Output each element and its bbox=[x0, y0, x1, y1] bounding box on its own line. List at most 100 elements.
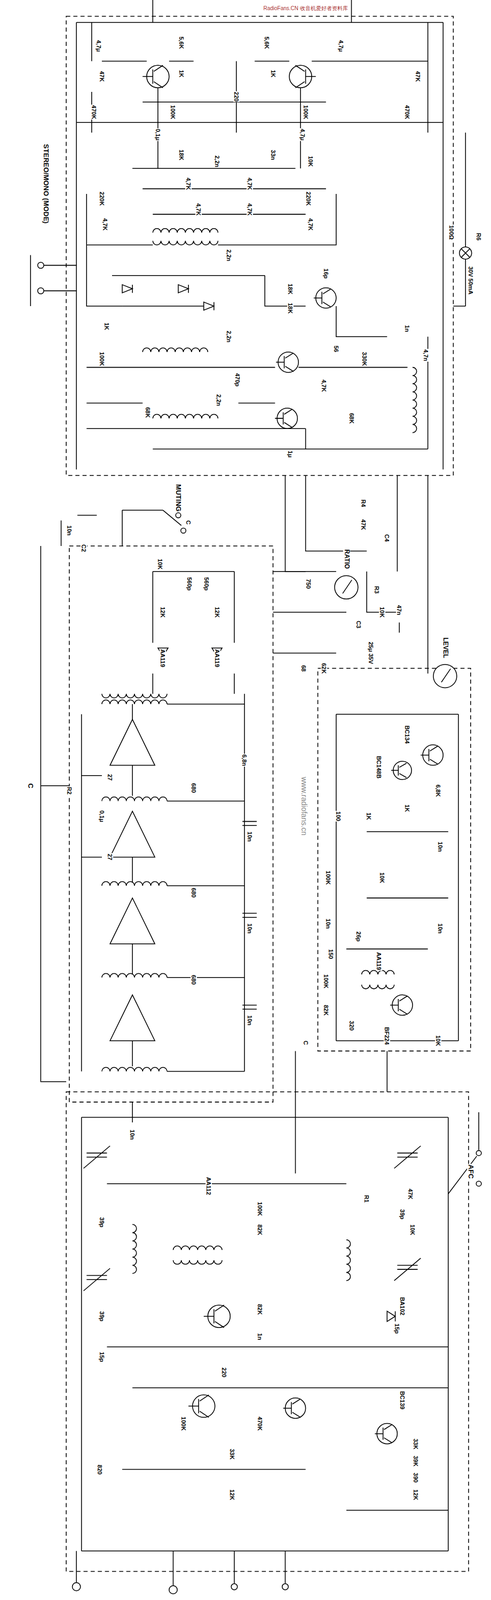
component-value: 18K bbox=[287, 302, 294, 314]
component-value: 33K bbox=[228, 1446, 236, 1459]
component-value: 2,2n bbox=[214, 154, 221, 168]
component-value: 10n bbox=[246, 922, 253, 934]
component-value: 320 bbox=[347, 1018, 355, 1030]
component-value: 1K bbox=[404, 803, 411, 812]
component-value: 4,7K bbox=[320, 378, 328, 392]
component-value: BF224 bbox=[383, 1025, 391, 1044]
terminal-label: MUTING bbox=[174, 482, 182, 512]
component-value: 100K bbox=[302, 104, 310, 120]
component-value: 470K bbox=[90, 104, 98, 120]
component-value: 100K bbox=[325, 869, 332, 885]
component-value: 18K bbox=[178, 148, 185, 161]
component-value: 82K bbox=[256, 1302, 264, 1314]
component-value: 15p bbox=[98, 1350, 106, 1362]
component-value: 560p bbox=[203, 575, 210, 591]
component-value: R6 bbox=[475, 232, 482, 241]
component-value: 15p bbox=[393, 1321, 401, 1333]
component-value: 2,2n bbox=[225, 248, 233, 262]
component-value: 4,7K bbox=[185, 176, 192, 190]
component-value: 10n bbox=[437, 922, 444, 934]
meter-needle bbox=[441, 668, 451, 682]
component-value: 30V 50mA bbox=[467, 265, 474, 296]
interconnect-wiring bbox=[40, 474, 428, 1172]
component-value: 0,1μ bbox=[154, 128, 162, 141]
component-value: 1K bbox=[103, 321, 110, 331]
component-value: C4 bbox=[383, 533, 391, 542]
component-value: 5,6K bbox=[263, 36, 271, 50]
front-end bbox=[72, 1111, 482, 1593]
component-value: 68K bbox=[347, 412, 355, 424]
component-value: 470p bbox=[234, 371, 241, 387]
component-value: 560p bbox=[186, 575, 193, 591]
component-value: 12K bbox=[159, 605, 166, 618]
component-value: 47K bbox=[360, 518, 367, 530]
component-value: 33n bbox=[269, 149, 276, 161]
component-value: 1μ bbox=[287, 449, 294, 458]
component-value: 12K bbox=[214, 605, 221, 618]
component-value: 47K bbox=[98, 70, 106, 83]
component-value: C3 bbox=[355, 619, 362, 629]
terminal-label: AFC bbox=[466, 1162, 475, 1178]
component-value: 47K bbox=[414, 70, 422, 83]
component-value: 680 bbox=[190, 972, 197, 984]
component-value: 10n bbox=[129, 1128, 136, 1140]
component-value: 56 bbox=[333, 344, 340, 353]
component-value: 39p bbox=[98, 1215, 106, 1227]
component-value: AA119 bbox=[159, 647, 166, 668]
component-value: 1K bbox=[178, 68, 185, 78]
component-value: 27 bbox=[106, 852, 114, 860]
component-value: BA102 bbox=[399, 1295, 406, 1315]
component-value: 750 bbox=[305, 577, 312, 589]
component-value: 1n bbox=[404, 324, 411, 333]
module-outline bbox=[66, 16, 471, 1571]
component-value: 47K bbox=[407, 1186, 414, 1199]
component-value: 5,6K bbox=[178, 36, 185, 50]
component-value: 4,7K bbox=[195, 202, 202, 216]
component-value: 470K bbox=[256, 1414, 264, 1430]
component-value: R2 bbox=[66, 785, 73, 795]
component-value: BC148B bbox=[375, 754, 383, 779]
component-value: 100Ω bbox=[448, 224, 455, 241]
component-value: 680 bbox=[190, 886, 197, 898]
component-value: 100K bbox=[169, 104, 177, 120]
component-value: 10n bbox=[246, 1014, 253, 1026]
component-value: 12K bbox=[412, 1487, 419, 1500]
component-value: 62K bbox=[320, 661, 328, 674]
watermark: RadioFans.CN 收音机爱好者资料库 bbox=[262, 5, 348, 12]
component-value: 4,7μ bbox=[95, 39, 102, 53]
component-value: 470K bbox=[404, 104, 411, 120]
if-amplifier-chain bbox=[81, 571, 257, 1071]
component-value: 4,7K bbox=[307, 217, 314, 232]
component-value: 4,7μ bbox=[299, 128, 306, 141]
meter-symbol: RATIO bbox=[331, 546, 361, 601]
component-value: 100K bbox=[322, 972, 330, 988]
component-value: 6,8K bbox=[434, 783, 442, 797]
component-value: 100K bbox=[98, 351, 106, 367]
meter-circle bbox=[334, 574, 359, 599]
component-value: 220 bbox=[233, 91, 240, 102]
component-value: 16p bbox=[322, 267, 330, 279]
component-value: 680 bbox=[190, 781, 197, 793]
component-value: R3 bbox=[373, 584, 380, 594]
component-value: 220 bbox=[220, 1365, 228, 1377]
component-value: AA119 bbox=[375, 950, 383, 970]
component-value: 10K bbox=[156, 557, 164, 570]
component-value: 10K bbox=[378, 605, 386, 618]
component-value: 68 bbox=[300, 663, 307, 672]
component-value: 10n bbox=[437, 840, 444, 852]
component-value: 100K bbox=[256, 1200, 264, 1216]
component-value: AA119 bbox=[214, 647, 221, 668]
component-value: 1K bbox=[365, 811, 372, 820]
component-value: 220K bbox=[98, 191, 106, 207]
component-value: 4,7K bbox=[246, 202, 253, 216]
component-value: BC134 bbox=[404, 724, 411, 744]
component-value: 82K bbox=[322, 1003, 330, 1016]
component-value: 0,1μ bbox=[98, 809, 106, 822]
component-value: R4 bbox=[360, 498, 367, 508]
component-value: R1 bbox=[363, 1193, 370, 1202]
component-value: 820 bbox=[96, 1462, 104, 1473]
meter-label: RATIO bbox=[342, 548, 350, 569]
component-value: C bbox=[302, 1039, 310, 1045]
component-value: 150 bbox=[327, 947, 335, 959]
component-value: 10K bbox=[409, 1222, 416, 1235]
